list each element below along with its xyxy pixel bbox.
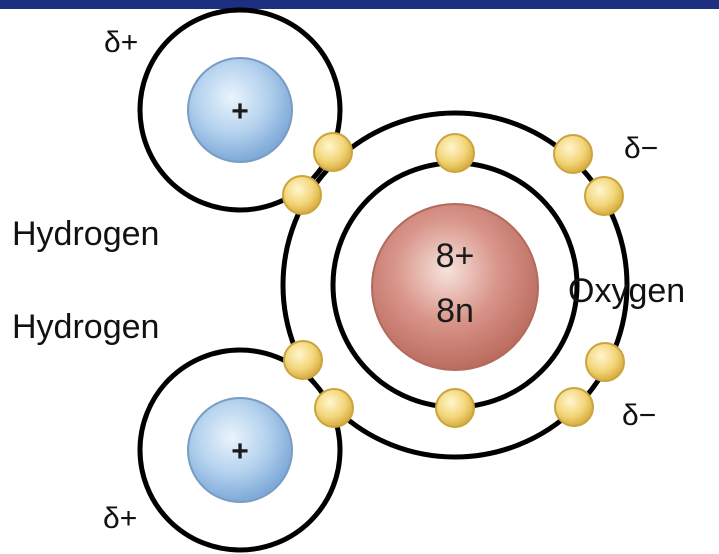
hydrogen-bottom-label: Hydrogen	[12, 308, 159, 346]
delta-plus-bottom-label: δ+	[103, 502, 137, 535]
electron-shared-top-2	[282, 175, 322, 215]
electron-lone-bottom-2	[554, 387, 594, 427]
electron-shared-bottom-1	[283, 340, 323, 380]
electrons	[282, 132, 625, 428]
hydrogen-top-nucleus	[187, 57, 293, 163]
electron-lone-top-2	[584, 176, 624, 216]
electron-inner-bottom	[435, 388, 475, 428]
delta-minus-top-label: δ−	[624, 132, 658, 165]
hydrogen-top-label: Hydrogen	[12, 215, 159, 253]
top-bar	[0, 0, 719, 9]
delta-minus-bottom-label: δ−	[622, 399, 656, 432]
oxygen-charge: 8+	[436, 237, 475, 275]
electron-shared-top-1	[313, 132, 353, 172]
hydrogen-top-charge: +	[231, 95, 249, 128]
electron-shared-bottom-2	[314, 388, 354, 428]
delta-plus-top-label: δ+	[104, 26, 138, 59]
oxygen-neutrons: 8n	[436, 292, 474, 330]
electron-lone-top-1	[553, 134, 593, 174]
oxygen-label: Oxygen	[568, 272, 685, 310]
oxygen-nucleus	[371, 203, 539, 371]
electron-inner-top	[435, 133, 475, 173]
electron-lone-bottom-1	[585, 342, 625, 382]
hydrogen-bottom-nucleus	[187, 397, 293, 503]
hydrogen-bottom-charge: +	[231, 435, 249, 468]
